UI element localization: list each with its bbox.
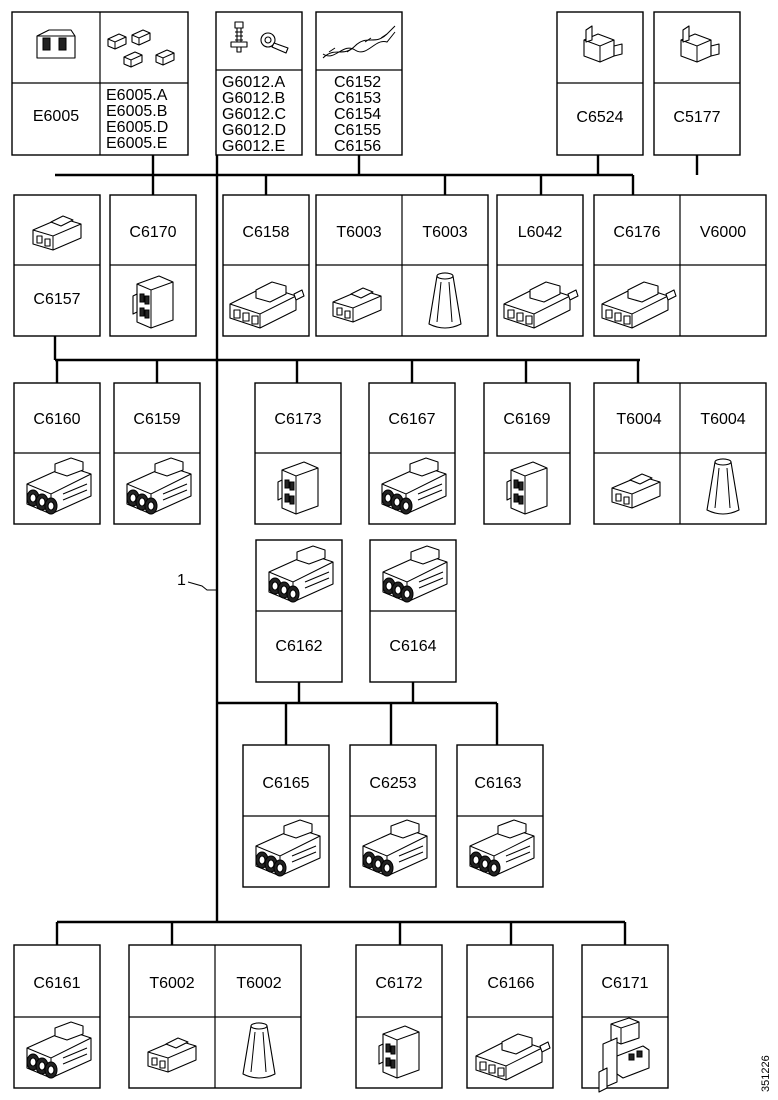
ground-stud-icon — [230, 21, 248, 53]
label-c6153: C6153 — [334, 90, 381, 107]
box-c6524[interactable]: C6524 — [556, 11, 644, 156]
label-t6004-plug: T6004 — [616, 411, 661, 428]
label-c6158: C6158 — [242, 224, 289, 241]
label-c6524: C6524 — [576, 109, 623, 126]
box-c6162[interactable]: C6162 — [255, 539, 343, 683]
box-c6165[interactable]: C6165 — [242, 744, 330, 888]
ring-terminal-icon — [260, 32, 289, 54]
label-c6163: C6163 — [474, 775, 521, 792]
wiring-lines — [53, 155, 699, 945]
box-t6003[interactable]: T6003 T6003 — [315, 194, 489, 337]
box-c6164[interactable]: C6164 — [369, 539, 457, 683]
box-c5177[interactable]: C5177 — [653, 11, 741, 156]
box-c6176-v6000[interactable]: C6176 V6000 — [593, 194, 767, 337]
label-c6171: C6171 — [601, 975, 648, 992]
label-t6003-boot: T6003 — [422, 224, 467, 241]
figure-id: 351226 — [760, 1055, 772, 1092]
box-e6005[interactable]: E6005 E6005.A E6005.B E6005.D E6005.E — [11, 11, 189, 156]
label-t6003-plug: T6003 — [336, 224, 381, 241]
box-c6161[interactable]: C6161 — [13, 944, 101, 1089]
label-c6161: C6161 — [33, 975, 80, 992]
label-c6172: C6172 — [375, 975, 422, 992]
label-c6253: C6253 — [369, 775, 416, 792]
label-c6176: C6176 — [613, 224, 660, 241]
label-e6005: E6005 — [33, 108, 79, 125]
connector-c6169-icon — [506, 461, 548, 515]
box-c6157[interactable]: C6157 — [13, 194, 101, 337]
label-c6152: C6152 — [334, 74, 381, 91]
label-g6012-b: G6012.B — [222, 90, 285, 107]
label-c6160: C6160 — [33, 411, 80, 428]
label-c6164: C6164 — [389, 638, 436, 655]
label-g6012-a: G6012.A — [222, 74, 285, 91]
box-c6172[interactable]: C6172 — [355, 944, 443, 1089]
connector-c6173-icon — [277, 461, 319, 515]
label-t6002-boot: T6002 — [236, 975, 281, 992]
label-v6000: V6000 — [700, 224, 746, 241]
label-e6005-a: E6005.A — [106, 87, 168, 104]
connector-c6172-icon — [378, 1025, 420, 1079]
box-l6042[interactable]: L6042 — [496, 194, 584, 337]
box-c6158[interactable]: C6158 — [222, 194, 310, 337]
label-c6167: C6167 — [388, 411, 435, 428]
label-c6165: C6165 — [262, 775, 309, 792]
box-c6166[interactable]: C6166 — [466, 944, 554, 1089]
connector-c6170-icon — [132, 275, 174, 329]
box-c6163[interactable]: C6163 — [456, 744, 544, 888]
box-t6004[interactable]: T6004 T6004 — [593, 382, 767, 525]
box-c6253[interactable]: C6253 — [349, 744, 437, 888]
label-c6169: C6169 — [503, 411, 550, 428]
label-c6159: C6159 — [133, 411, 180, 428]
box-c6159[interactable]: C6159 — [113, 382, 201, 525]
box-c6173[interactable]: C6173 — [254, 382, 342, 525]
label-c6154: C6154 — [334, 106, 381, 123]
label-g6012-c: G6012.C — [222, 106, 286, 123]
label-t6002-plug: T6002 — [149, 975, 194, 992]
box-c6167[interactable]: C6167 — [368, 382, 456, 525]
label-c6156: C6156 — [334, 138, 381, 155]
callout-number: 1 — [177, 572, 186, 589]
box-g6012[interactable]: G6012.A G6012.B G6012.C G6012.D G6012.E — [215, 11, 303, 156]
label-c6155: C6155 — [334, 122, 381, 139]
label-c6173: C6173 — [274, 411, 321, 428]
label-t6004-boot: T6004 — [700, 411, 745, 428]
label-c6166: C6166 — [487, 975, 534, 992]
label-g6012-e: G6012.E — [222, 138, 285, 155]
box-c6170[interactable]: C6170 — [109, 194, 197, 337]
label-e6005-d: E6005.D — [106, 119, 168, 136]
label-e6005-b: E6005.B — [106, 103, 167, 120]
label-l6042: L6042 — [518, 224, 563, 241]
callout-leader — [187, 581, 216, 591]
label-g6012-d: G6012.D — [222, 122, 286, 139]
box-c6160[interactable]: C6160 — [13, 382, 101, 525]
connector-e6005-icon — [36, 29, 76, 59]
label-c6162: C6162 — [275, 638, 322, 655]
label-e6005-e: E6005.E — [106, 135, 167, 152]
box-c6152-c6156[interactable]: C6152 C6153 C6154 C6155 C6156 — [315, 11, 403, 156]
label-c5177: C5177 — [673, 109, 720, 126]
box-t6002[interactable]: T6002 T6002 — [128, 944, 302, 1089]
box-c6171[interactable]: C6171 — [581, 944, 669, 1093]
box-c6169[interactable]: C6169 — [483, 382, 571, 525]
label-c6170: C6170 — [129, 224, 176, 241]
label-c6157: C6157 — [33, 291, 80, 308]
